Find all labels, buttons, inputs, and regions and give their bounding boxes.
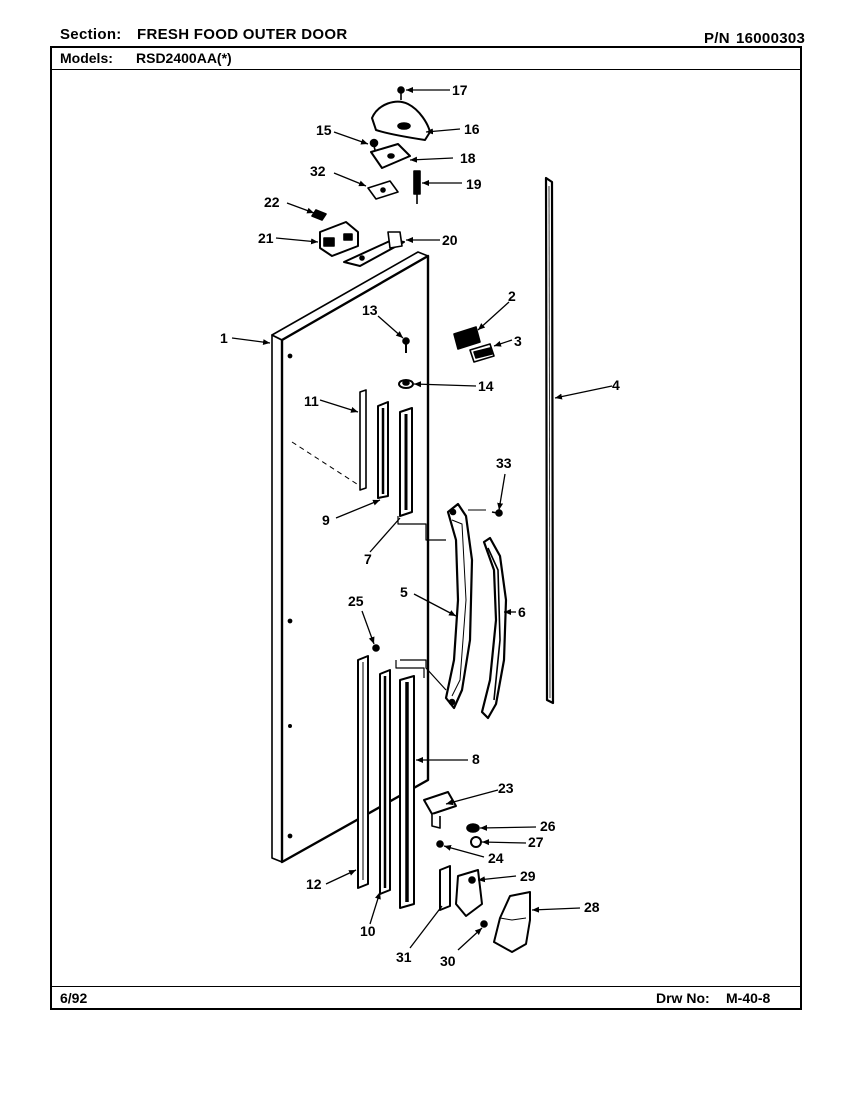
callout-numbers: 1 2 3 4 5 6 7 8 9 10 11 12 13 14 15 16 1… — [220, 82, 620, 969]
callout-14: 14 — [478, 378, 494, 394]
callout-8: 8 — [472, 751, 480, 767]
bottom-hinge-assembly — [423, 791, 531, 953]
screw-25 — [372, 644, 380, 652]
callout-18: 18 — [460, 150, 476, 166]
models-label: Models: — [60, 50, 113, 66]
callout-7: 7 — [364, 551, 372, 567]
callout-5: 5 — [400, 584, 408, 600]
callout-16: 16 — [464, 121, 480, 137]
callout-13: 13 — [362, 302, 378, 318]
door-panel — [271, 251, 430, 864]
callout-27: 27 — [528, 834, 544, 850]
callout-2: 2 — [508, 288, 516, 304]
callout-6: 6 — [518, 604, 526, 620]
callout-22: 22 — [264, 194, 280, 210]
callout-11: 11 — [304, 393, 319, 409]
callout-9: 9 — [322, 512, 330, 528]
callout-19: 19 — [466, 176, 482, 192]
models-value: RSD2400AA(*) — [136, 50, 232, 66]
handle-trim — [480, 536, 508, 720]
callout-10: 10 — [360, 923, 376, 939]
top-hinge-assembly — [311, 86, 431, 267]
upper-trim-channels — [291, 389, 446, 541]
callout-15: 15 — [316, 122, 332, 138]
door-gasket — [544, 176, 555, 705]
callout-29: 29 — [520, 868, 536, 884]
models-divider — [52, 69, 800, 70]
diagram-frame: Models: RSD2400AA(*) 6/92 Drw No: M-40-8 — [50, 46, 802, 1010]
callout-17: 17 — [452, 82, 468, 98]
part-number-label: P/N — [704, 30, 730, 47]
callout-31: 31 — [396, 949, 412, 965]
section-title: FRESH FOOD OUTER DOOR — [137, 26, 348, 43]
callout-21: 21 — [258, 230, 274, 246]
drawing-number-label: Drw No: — [656, 990, 710, 1006]
callout-3: 3 — [514, 333, 522, 349]
door-handle — [400, 502, 503, 710]
callout-28: 28 — [584, 899, 600, 915]
callout-20: 20 — [442, 232, 458, 248]
badge-parts — [453, 326, 495, 363]
callout-12: 12 — [306, 876, 322, 892]
callout-4: 4 — [612, 377, 620, 393]
callout-32: 32 — [310, 163, 326, 179]
screw-13 — [402, 337, 410, 353]
callout-25: 25 — [348, 593, 364, 609]
leader-lines — [231, 87, 613, 951]
footer-divider — [52, 986, 800, 987]
callout-30: 30 — [440, 953, 456, 969]
callout-26: 26 — [540, 818, 556, 834]
callout-1: 1 — [220, 330, 228, 346]
footer-date: 6/92 — [60, 990, 88, 1006]
callout-24: 24 — [488, 850, 504, 866]
plug-14 — [398, 379, 414, 389]
callout-23: 23 — [498, 780, 514, 796]
part-number: 16000303 — [736, 30, 806, 47]
lower-trim-channels — [357, 655, 425, 909]
section-label: Section: — [60, 26, 122, 43]
callout-33: 33 — [496, 455, 512, 471]
drawing-number: M-40-8 — [726, 990, 771, 1006]
